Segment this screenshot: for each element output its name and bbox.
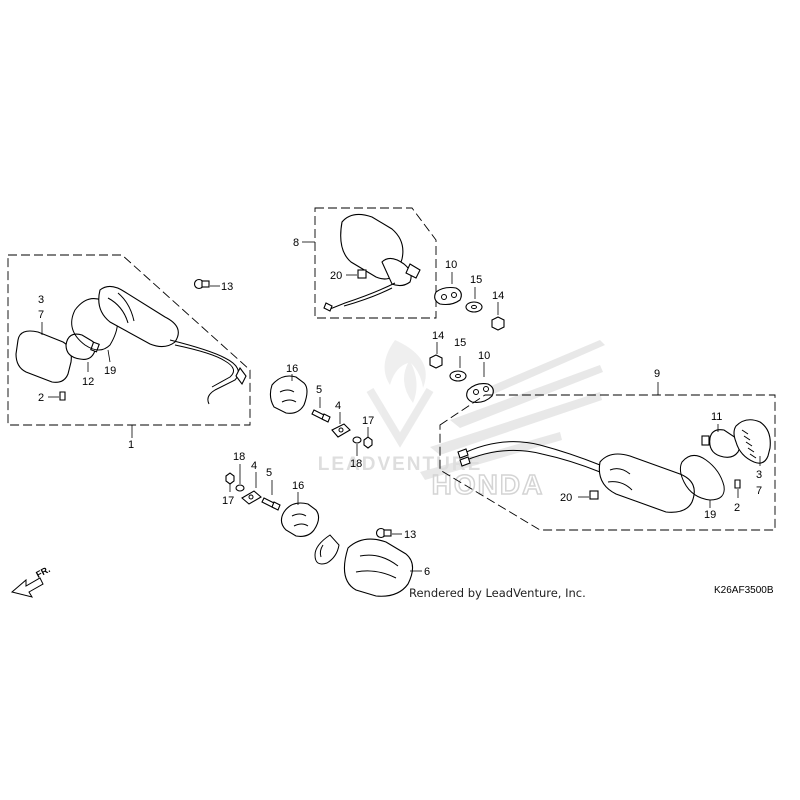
lens-left: [15, 330, 72, 383]
callout-15-mid: 15: [454, 337, 466, 349]
direction-label: FR.: [34, 564, 51, 580]
callout-7-left: 7: [38, 309, 44, 321]
assembly-box-9: [439, 394, 776, 531]
callout-14-upper: 14: [492, 290, 504, 302]
screw-2-right: [734, 479, 741, 489]
callout-2-right: 2: [734, 502, 740, 514]
callout-16-upper: 16: [286, 363, 298, 375]
assembly-box-8: [314, 207, 437, 319]
callout-3-right: 3: [756, 469, 762, 481]
callout-13-lower: 13: [404, 529, 416, 541]
screw-20-upper: [357, 269, 367, 279]
callout-18-lower: 18: [233, 451, 245, 463]
callout-17-lower: 17: [222, 495, 234, 507]
callout-10-upper: 10: [445, 259, 457, 271]
gasket-right: [679, 455, 725, 501]
callout-8: 8: [293, 237, 299, 249]
callout-16-lower: 16: [292, 480, 304, 492]
callout-12: 12: [82, 376, 94, 388]
callout-14-mid: 14: [432, 330, 444, 342]
callout-18-upper: 18: [350, 458, 362, 470]
washer-4-lower: [241, 490, 262, 505]
callout-11: 11: [711, 411, 722, 423]
nut-17-upper: [363, 436, 373, 449]
screw-2-left: [59, 391, 66, 401]
wire-left: [169, 339, 239, 405]
callout-7-right: 7: [756, 485, 762, 497]
housing-6: [343, 538, 414, 597]
washer-18-upper: [352, 436, 362, 444]
callout-1: 1: [128, 439, 134, 451]
screw-20-lower: [589, 490, 599, 500]
nut-14-upper: [491, 316, 505, 331]
callout-5-lower: 5: [266, 467, 272, 479]
callout-10-mid: 10: [478, 350, 490, 362]
housing-right: [598, 453, 695, 513]
wire-lower: [314, 534, 340, 565]
lens-right: [733, 419, 771, 464]
callout-9: 9: [654, 368, 660, 380]
callout-20-lower: 20: [560, 492, 572, 504]
callout-2-left: 2: [38, 392, 44, 404]
callout-19-right: 19: [704, 509, 716, 521]
wire-right: [459, 441, 601, 473]
diagram-code: K26AF3500B: [714, 585, 774, 596]
nut-17-lower: [225, 472, 235, 485]
grommet-10-mid: [466, 383, 494, 403]
assembly-box-1: [7, 254, 251, 426]
callout-17-upper: 17: [362, 415, 374, 427]
nut-14-mid: [429, 354, 443, 369]
callout-5-upper: 5: [316, 384, 322, 396]
callout-15-upper: 15: [470, 274, 482, 286]
callout-19-left: 19: [104, 365, 116, 377]
callout-6: 6: [424, 566, 430, 578]
watermark-vendor: LEADVENTURE: [318, 454, 483, 475]
callout-4-lower: 4: [251, 460, 257, 472]
grommet-10-upper: [434, 286, 462, 306]
watermark-logo: [366, 340, 605, 480]
callout-4-upper: 4: [335, 400, 341, 412]
washer-4-upper: [331, 423, 351, 438]
washer-15-upper: [465, 301, 483, 313]
bulb-base-right: [701, 435, 710, 446]
callout-20-upper: 20: [330, 270, 342, 282]
watermark-brand: HONDA: [432, 469, 545, 500]
washer-18-lower: [235, 484, 245, 492]
socket-16-lower: [280, 502, 320, 537]
bulb-left: [65, 333, 97, 360]
render-credit: Rendered by LeadVenture, Inc.: [409, 586, 586, 600]
housing-left: [98, 285, 179, 348]
callout-13-upper: 13: [221, 281, 233, 293]
callout-3-left: 3: [38, 294, 44, 306]
socket-16-upper: [269, 375, 308, 414]
front-direction-arrow: FR.: [10, 564, 52, 598]
washer-15-mid: [449, 370, 467, 382]
